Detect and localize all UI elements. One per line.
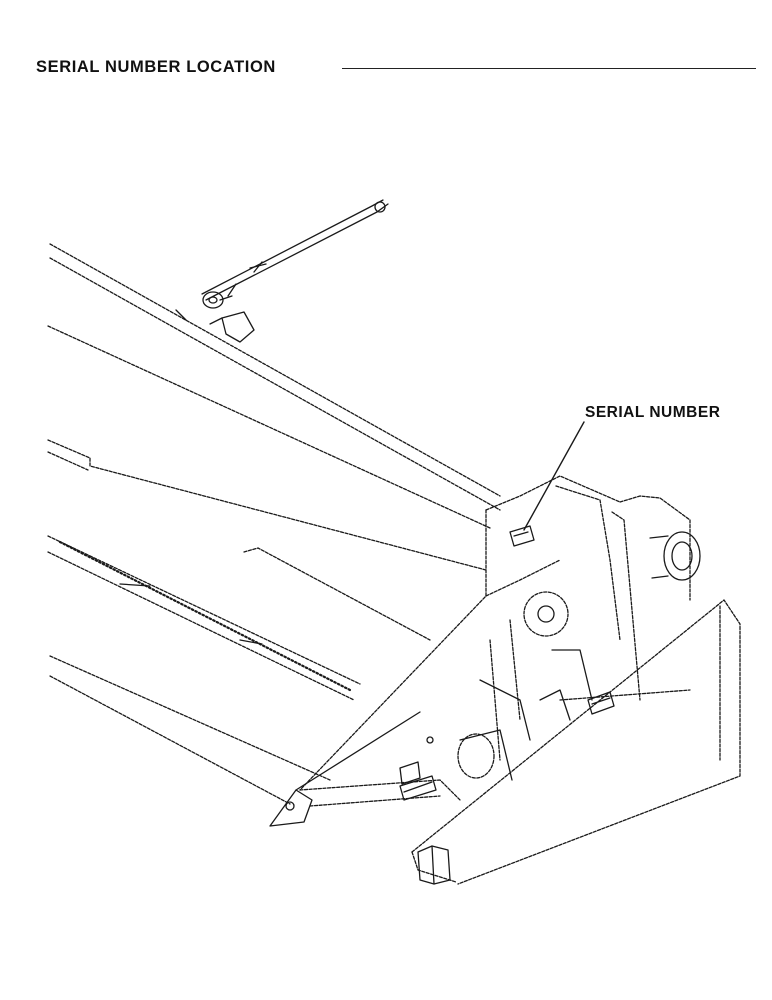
header-rule [342, 68, 756, 69]
lower-skid [417, 845, 451, 885]
decal-plates [399, 691, 615, 801]
divider-point [269, 711, 421, 827]
serial-number-callout: SERIAL NUMBER [585, 404, 721, 421]
serial-plate [509, 525, 535, 547]
section-title: SERIAL NUMBER LOCATION [36, 58, 276, 76]
hydraulic-cylinder [201, 199, 389, 309]
cutter-bar [47, 535, 361, 701]
section-header: SERIAL NUMBER LOCATION [36, 56, 756, 80]
drive-pulleys [523, 531, 701, 637]
right-end-shield [411, 599, 741, 885]
gearbox-internals [457, 619, 593, 781]
callout-leader [523, 421, 585, 531]
mounting-bracket [175, 309, 255, 343]
lower-belt [49, 655, 331, 805]
side-frame [299, 475, 691, 791]
top-beam [47, 243, 501, 529]
bottom-link [299, 779, 461, 807]
upper-panel [47, 439, 487, 641]
